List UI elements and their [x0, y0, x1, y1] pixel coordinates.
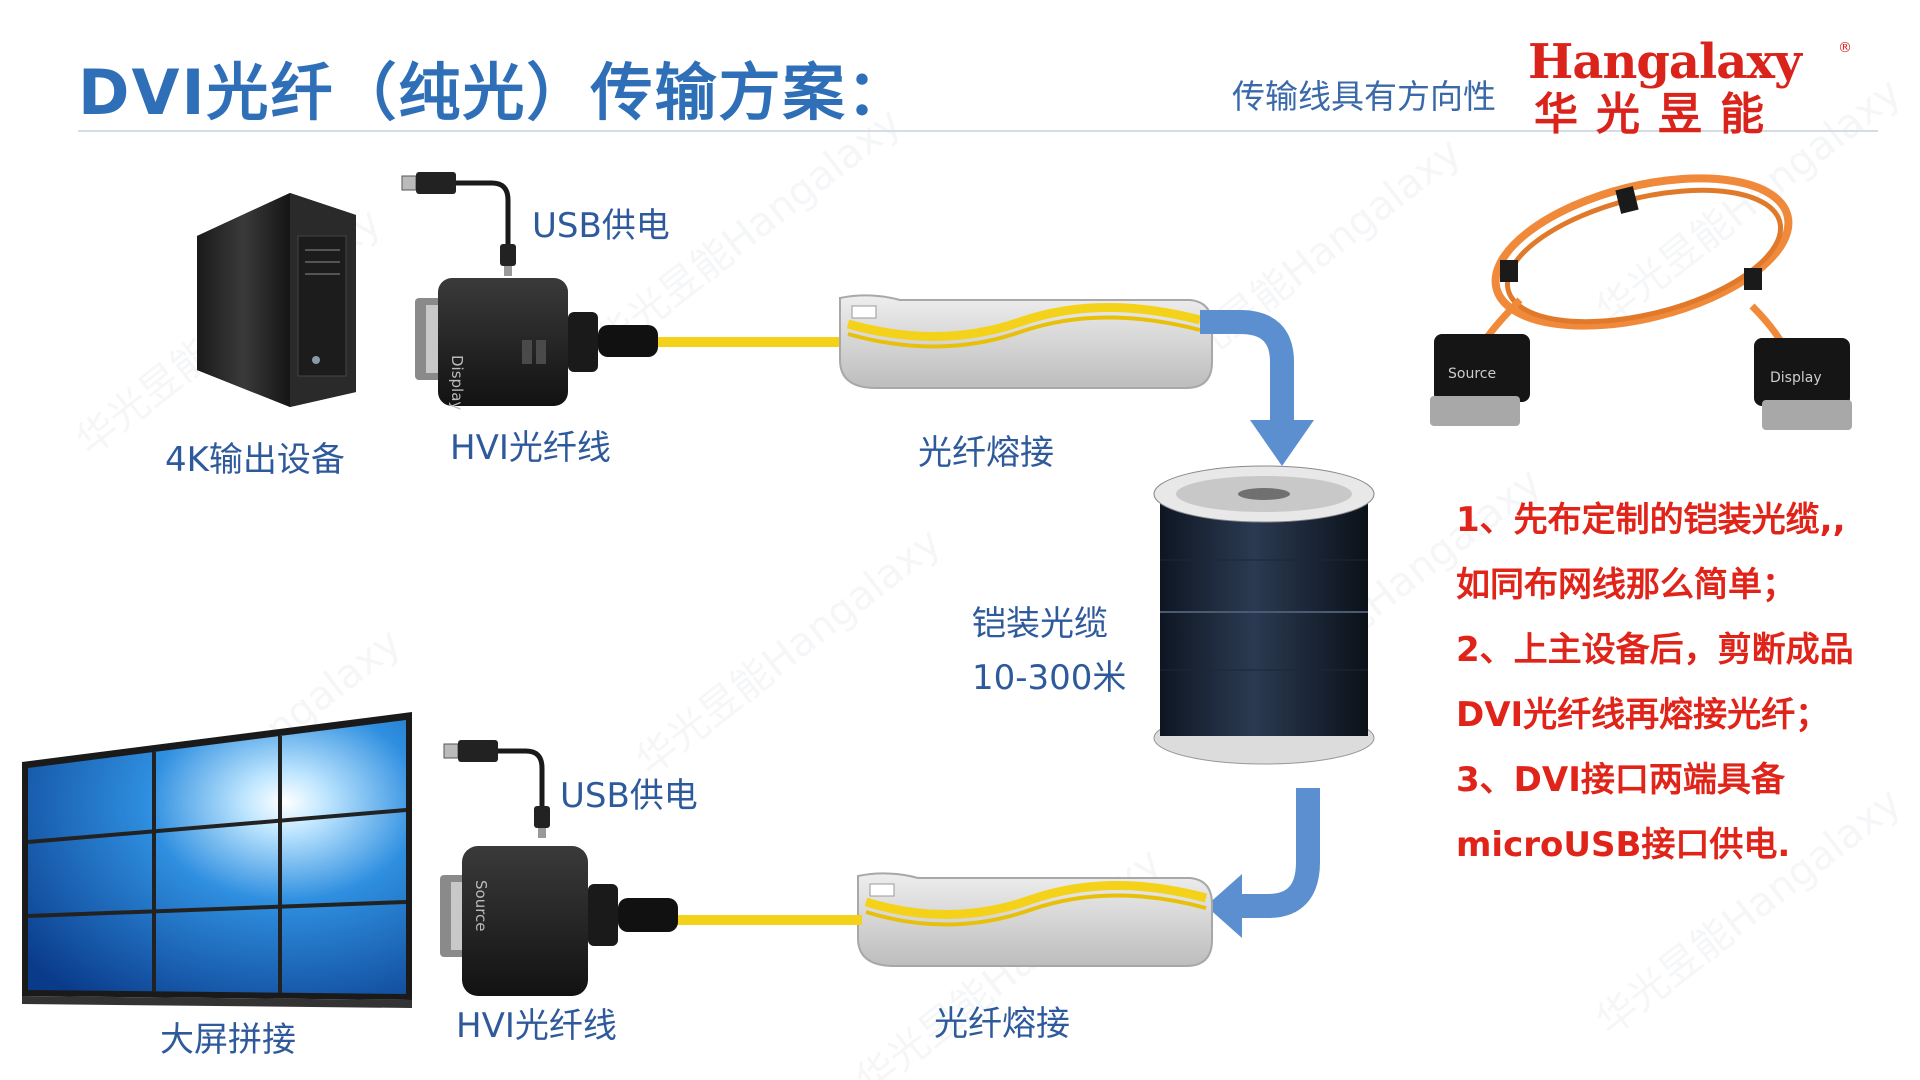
product-label-source: Source: [1448, 366, 1496, 382]
installation-steps: 1、先布定制的铠装光缆,, 如同布网线那么简单； 2、上主设备后，剪断成品DVI…: [1456, 488, 1866, 878]
page-title: DVI光纤（纯光）传输方案：: [78, 56, 911, 129]
video-wall-icon: [22, 712, 412, 1008]
splice-tray-bottom: [857, 872, 1213, 967]
label-hvi-cable-bottom: HVI光纤线: [456, 1006, 617, 1046]
label-fiber-splice-top: 光纤熔接: [918, 433, 1054, 473]
computer-tower-icon: [197, 193, 356, 407]
brand-logo: Hangalaxy ® 华光昱能: [1528, 34, 1868, 140]
step-2: 2、上主设备后，剪断成品DVI光纤线再熔接光纤；: [1456, 630, 1854, 735]
logo-registered-mark: ®: [1838, 40, 1852, 56]
step-1: 1、先布定制的铠装光缆,, 如同布网线那么简单；: [1456, 500, 1846, 605]
connector-label-source: Source: [472, 880, 490, 932]
connector-label-display: Display: [448, 355, 466, 410]
splice-tray-top: [839, 294, 1213, 389]
label-source-device: 4K输出设备: [165, 440, 345, 480]
logo-english: Hangalaxy: [1528, 34, 1802, 90]
label-usb-power-bottom: USB供电: [560, 776, 698, 816]
label-hvi-cable-top: HVI光纤线: [450, 428, 611, 468]
product-label-display: Display: [1770, 370, 1822, 386]
label-fiber-splice-bottom: 光纤熔接: [934, 1004, 1070, 1044]
direction-note: 传输线具有方向性: [1232, 77, 1496, 116]
dvi-connector-display-top: Display: [415, 278, 658, 410]
usb-cable-top: [401, 172, 516, 276]
armored-cable-spool: [1153, 465, 1375, 765]
label-display-wall: 大屏拼接: [160, 1020, 296, 1060]
header-divider: [78, 130, 1878, 132]
label-armored-cable: 铠装光缆: [972, 604, 1108, 644]
fiber-cable-bottom: [676, 915, 862, 925]
orange-fiber-cable-product: Source Display: [1430, 174, 1852, 430]
flow-arrow-down: [1200, 310, 1314, 466]
step-3: 3、DVI接口两端具备microUSB接口供电.: [1456, 760, 1791, 865]
dvi-connector-source-bottom: Source: [440, 846, 678, 996]
label-usb-power-top: USB供电: [532, 206, 670, 246]
logo-chinese: 华光昱能: [1534, 89, 1782, 140]
label-cable-length: 10-300米: [972, 658, 1127, 698]
usb-cable-bottom: [443, 740, 550, 838]
fiber-cable-top: [658, 337, 844, 347]
flow-arrow-up-return: [1206, 788, 1320, 938]
